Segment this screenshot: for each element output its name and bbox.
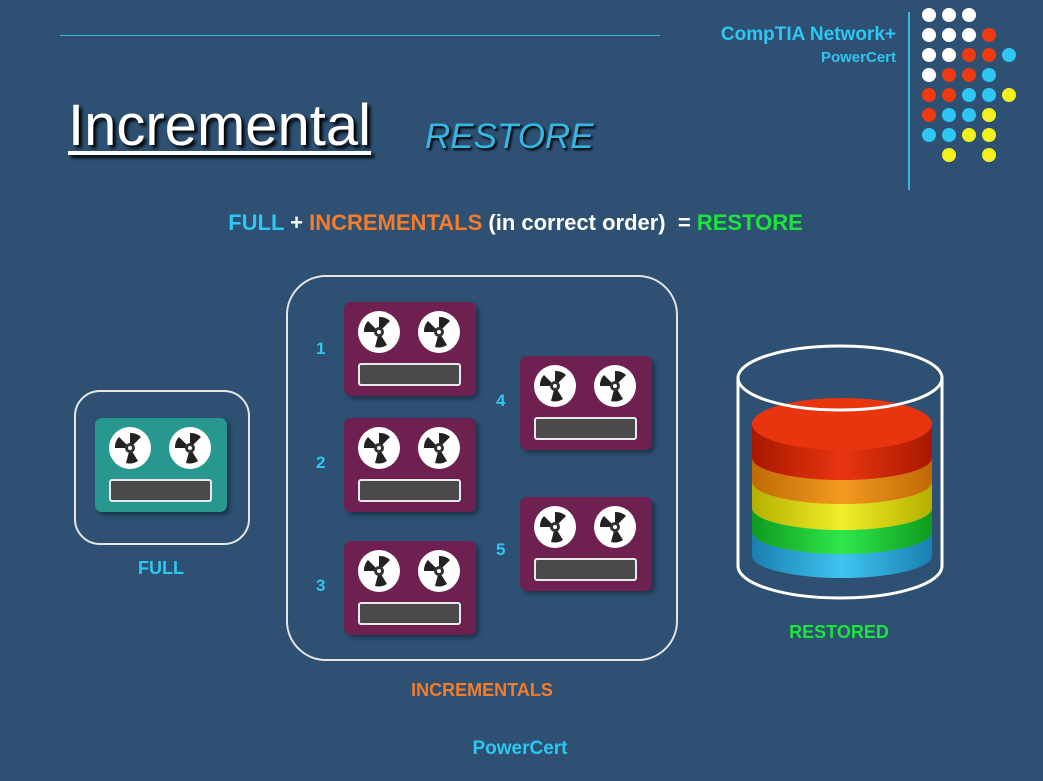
decorative-dot xyxy=(942,108,956,122)
header-divider-line xyxy=(60,35,660,36)
incremental-number: 1 xyxy=(316,339,326,358)
decorative-dot xyxy=(962,128,976,142)
tape-reel-icon xyxy=(534,365,576,407)
tape-label-slot xyxy=(358,479,461,502)
decorative-dot xyxy=(962,108,976,122)
decorative-dot xyxy=(962,28,976,42)
decorative-dot xyxy=(942,8,956,22)
restored-label: RESTORED xyxy=(789,622,889,642)
decorative-dot xyxy=(942,128,956,142)
full-tape-icon xyxy=(95,418,227,512)
decorative-dot xyxy=(962,88,976,102)
decorative-dot xyxy=(942,48,956,62)
decorative-dot xyxy=(922,8,936,22)
decorative-dot xyxy=(982,68,996,82)
incremental-number: 2 xyxy=(316,453,326,472)
tape-reel-icon xyxy=(169,427,211,469)
incremental-tape-icon xyxy=(520,356,652,450)
decorative-dot xyxy=(982,88,996,102)
decorative-dot xyxy=(942,88,956,102)
formula-order: (in correct order) = xyxy=(482,210,697,235)
decorative-dot xyxy=(962,8,976,22)
tape-reel-icon xyxy=(418,550,460,592)
tape-reel-icon xyxy=(418,427,460,469)
full-backup-frame xyxy=(74,390,250,545)
decorative-dot-grid xyxy=(922,8,1032,168)
decorative-dot xyxy=(922,48,936,62)
formula-incrementals: INCREMENTALS xyxy=(309,210,483,235)
decorative-dot xyxy=(1002,88,1016,102)
tape-label-slot xyxy=(358,602,461,625)
decorative-dot xyxy=(942,68,956,82)
footer-brand: PowerCert xyxy=(472,738,568,759)
tape-label-slot xyxy=(109,479,212,502)
incremental-number: 5 xyxy=(496,540,506,559)
decorative-dot xyxy=(982,48,996,62)
decorative-dot xyxy=(982,28,996,42)
page-title: Incremental xyxy=(68,93,372,158)
incremental-number: 3 xyxy=(316,576,326,595)
tape-reel-icon xyxy=(358,427,400,469)
database-cylinder-icon xyxy=(736,344,944,600)
incremental-number: 4 xyxy=(496,391,506,410)
decorative-dot xyxy=(942,148,956,162)
tape-reel-icon xyxy=(594,365,636,407)
formula-full: FULL xyxy=(228,210,285,235)
page-subtitle: RESTORE xyxy=(425,117,594,156)
decorative-dot xyxy=(962,68,976,82)
tape-label-slot xyxy=(534,558,637,581)
decorative-dot xyxy=(922,88,936,102)
decorative-dot xyxy=(922,28,936,42)
decorative-dot xyxy=(922,108,936,122)
full-label: FULL xyxy=(138,558,184,578)
decorative-dot xyxy=(982,148,996,162)
decorative-dot xyxy=(942,28,956,42)
tape-label-slot xyxy=(358,363,461,386)
tape-reel-icon xyxy=(358,550,400,592)
tape-reel-icon xyxy=(109,427,151,469)
incremental-tape-icon xyxy=(520,497,652,591)
decorative-dot xyxy=(922,128,936,142)
decorative-dot xyxy=(1002,48,1016,62)
incremental-tape-icon xyxy=(344,418,476,512)
tape-reel-icon xyxy=(594,506,636,548)
restore-formula: FULL + INCREMENTALS (in correct order) =… xyxy=(0,210,1031,236)
incrementals-frame xyxy=(286,275,678,661)
brand-title: CompTIA Network+ xyxy=(720,24,896,45)
decorative-dot xyxy=(982,128,996,142)
incrementals-label: INCREMENTALS xyxy=(411,680,553,700)
incremental-tape-icon xyxy=(344,541,476,635)
decorative-dot xyxy=(982,108,996,122)
brand-subtitle: PowerCert xyxy=(820,49,896,66)
decorative-dot xyxy=(962,48,976,62)
header-vertical-line xyxy=(908,12,910,190)
incremental-tape-icon xyxy=(344,302,476,396)
formula-restore: RESTORE xyxy=(696,210,803,235)
decorative-dot xyxy=(922,68,936,82)
tape-label-slot xyxy=(534,417,637,440)
tape-reel-icon xyxy=(534,506,576,548)
tape-reel-icon xyxy=(418,311,460,353)
tape-reel-icon xyxy=(358,311,400,353)
formula-plus: + xyxy=(284,210,310,235)
